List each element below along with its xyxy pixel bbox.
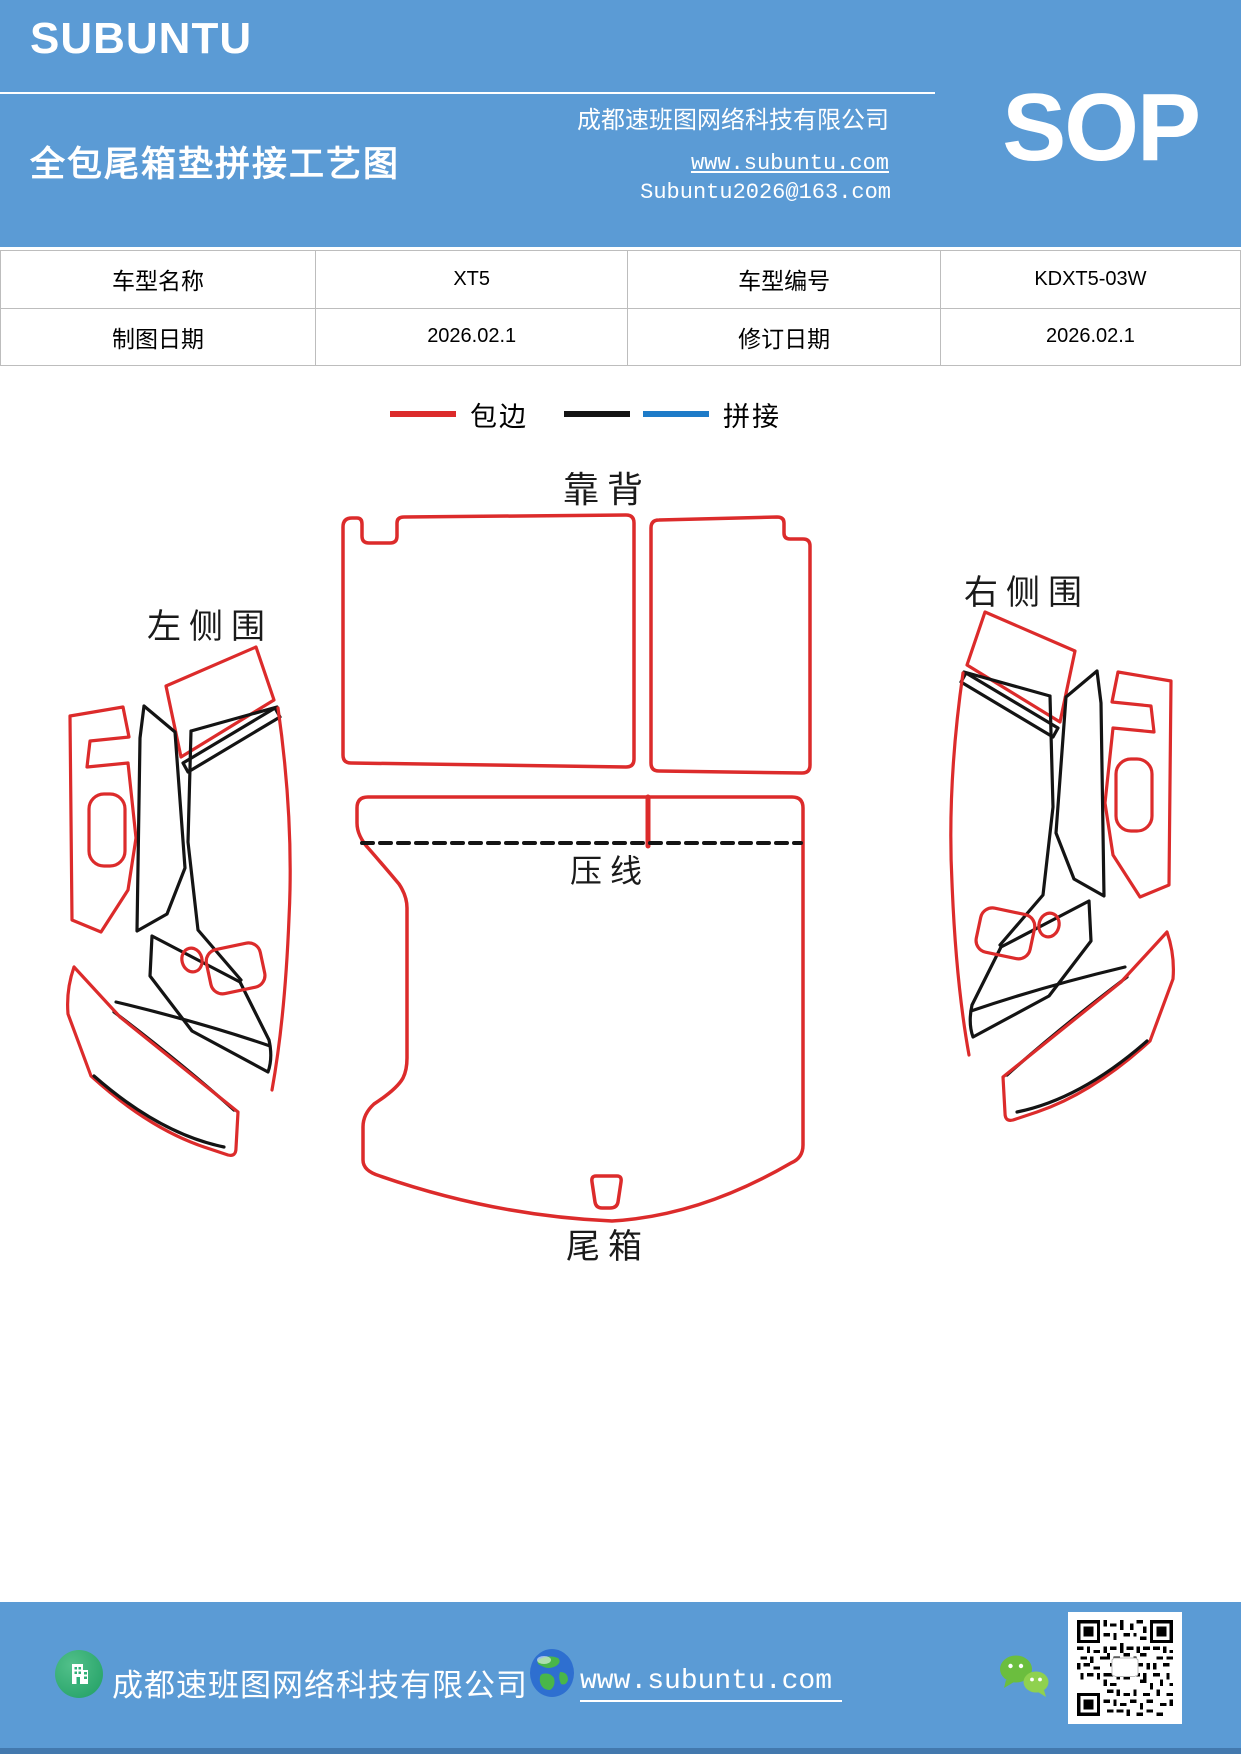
page-title: 全包尾箱垫拼接工艺图 <box>30 145 401 184</box>
table-row: 车型名称 XT5 车型编号 KDXT5-03W <box>0 250 1241 309</box>
revise-date-label: 修订日期 <box>627 307 941 366</box>
draw-date-label: 制图日期 <box>0 307 316 366</box>
header-company-name: 成都速班图网络科技有限公司 <box>577 108 889 134</box>
backrest-left-piece <box>341 513 636 769</box>
model-name-label: 车型名称 <box>0 250 316 309</box>
binding-line-swatch <box>390 411 456 417</box>
sop-badge: SOP <box>1002 74 1201 181</box>
table-row: 制图日期 2026.02.1 修订日期 2026.02.1 <box>0 307 1241 366</box>
draw-date-value: 2026.02.1 <box>314 307 629 366</box>
press-line-label: 压线 <box>570 853 650 889</box>
stitch-black-swatch <box>564 411 630 417</box>
right-side-label: 右侧围 <box>964 574 1090 612</box>
model-code-label: 车型编号 <box>627 250 941 309</box>
building-icon <box>55 1650 103 1698</box>
brand-logo: SUBUNTU <box>30 14 253 63</box>
header-band: SUBUNTU 成都速班图网络科技有限公司 SOP 全包尾箱垫拼接工艺图 www… <box>0 0 1241 247</box>
vehicle-info-table: 车型名称 XT5 车型编号 KDXT5-03W 制图日期 2026.02.1 修… <box>0 250 1241 366</box>
right-side-group <box>949 610 1176 1122</box>
legend: 包边 拼接 <box>0 396 1206 432</box>
left-side-label: 左侧围 <box>147 608 273 646</box>
revise-date-value: 2026.02.1 <box>939 307 1241 366</box>
stitch-blue-swatch <box>643 411 709 417</box>
header-website-link[interactable]: www.subuntu.com <box>690 151 889 176</box>
header-email: Subuntu2026@163.com <box>640 180 891 205</box>
footer-website-link[interactable]: www.subuntu.com <box>580 1666 843 1702</box>
binding-label: 包边 <box>470 401 528 432</box>
footer-company-name: 成都速班图网络科技有限公司 <box>112 1668 528 1703</box>
model-name-value: XT5 <box>314 250 629 309</box>
backrest-label: 靠背 <box>563 470 651 510</box>
qr-code <box>1068 1612 1182 1724</box>
model-code-value: KDXT5-03W <box>939 250 1241 309</box>
stitch-label: 拼接 <box>723 401 781 432</box>
header-divider <box>0 92 935 94</box>
trunk-mat-piece <box>355 794 805 1223</box>
pattern-diagram: 靠背 左侧围 右侧围 压线 尾箱 <box>66 470 1176 1266</box>
wechat-icon <box>996 1652 1054 1705</box>
trunk-label: 尾箱 <box>566 1228 650 1266</box>
left-side-group <box>66 645 292 1157</box>
backrest-right-piece <box>649 515 812 775</box>
trunk-handle-cutout <box>590 1174 623 1210</box>
globe-icon <box>528 1648 576 1703</box>
